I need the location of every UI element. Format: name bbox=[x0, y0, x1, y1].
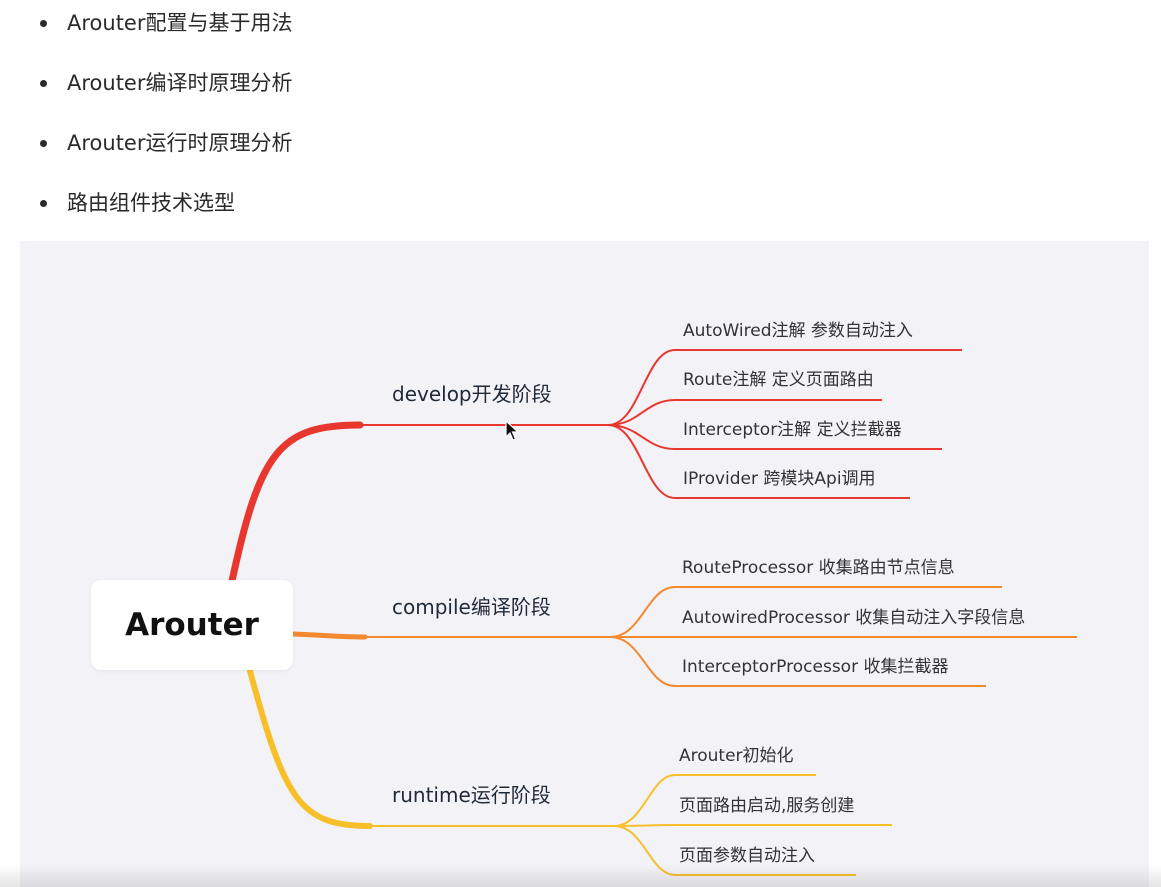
leaf-node: AutoWired注解 参数自动注入 bbox=[683, 321, 913, 341]
bullet-dot bbox=[40, 200, 47, 207]
connector-root-runtime bbox=[247, 668, 373, 829]
leaf-node: 页面路由启动,服务创建 bbox=[679, 796, 855, 816]
leaf-node: RouteProcessor 收集路由节点信息 bbox=[682, 558, 955, 578]
bullet-dot bbox=[40, 80, 47, 87]
mouse-pointer-icon bbox=[505, 420, 520, 441]
connector-runtime-leaf-1 bbox=[613, 774, 816, 827]
connector-compile-leaf-1 bbox=[609, 586, 1002, 638]
connector-root-develop bbox=[228, 421, 364, 585]
mindmap-connectors bbox=[228, 349, 1077, 876]
leaf-node: IProvider 跨模块Api调用 bbox=[683, 469, 876, 489]
list-item-text: Arouter运行时原理分析 bbox=[67, 131, 293, 155]
connector-develop-leaf-4 bbox=[607, 424, 910, 499]
root-node: Arouter bbox=[91, 580, 293, 670]
connector-compile-leaf-3 bbox=[609, 636, 986, 687]
branch-compile: compile编译阶段 bbox=[392, 595, 551, 619]
leaf-node: Route注解 定义页面路由 bbox=[683, 370, 874, 390]
list-item-text: 路由组件技术选型 bbox=[67, 191, 235, 215]
bottom-shade bbox=[0, 865, 1161, 887]
branch-runtime: runtime运行阶段 bbox=[392, 783, 551, 807]
leaf-node: AutowiredProcessor 收集自动注入字段信息 bbox=[682, 608, 1026, 628]
bullet-dot bbox=[40, 20, 47, 27]
connector-runtime-leaf-2 bbox=[613, 824, 892, 827]
connector-develop-leaf-2 bbox=[607, 399, 882, 426]
list-item-text: Arouter配置与基于用法 bbox=[67, 11, 293, 35]
branch-develop: develop开发阶段 bbox=[392, 382, 552, 406]
connector-develop-leaf-3 bbox=[607, 424, 942, 450]
list-item-text: Arouter编译时原理分析 bbox=[67, 71, 293, 95]
connector-develop-leaf-1 bbox=[607, 349, 962, 426]
connector-root-compile bbox=[290, 631, 368, 640]
leaf-node: Arouter初始化 bbox=[679, 746, 794, 766]
leaf-node: InterceptorProcessor 收集拦截器 bbox=[682, 657, 949, 677]
connector-runtime-leaf-3 bbox=[613, 825, 856, 876]
leaf-node: 页面参数自动注入 bbox=[679, 846, 815, 866]
leaf-node: Interceptor注解 定义拦截器 bbox=[683, 420, 902, 440]
mindmap-canvas: Arouter develop开发阶段 compile编译阶段 runtime运… bbox=[20, 241, 1149, 887]
bullet-dot bbox=[40, 140, 47, 147]
